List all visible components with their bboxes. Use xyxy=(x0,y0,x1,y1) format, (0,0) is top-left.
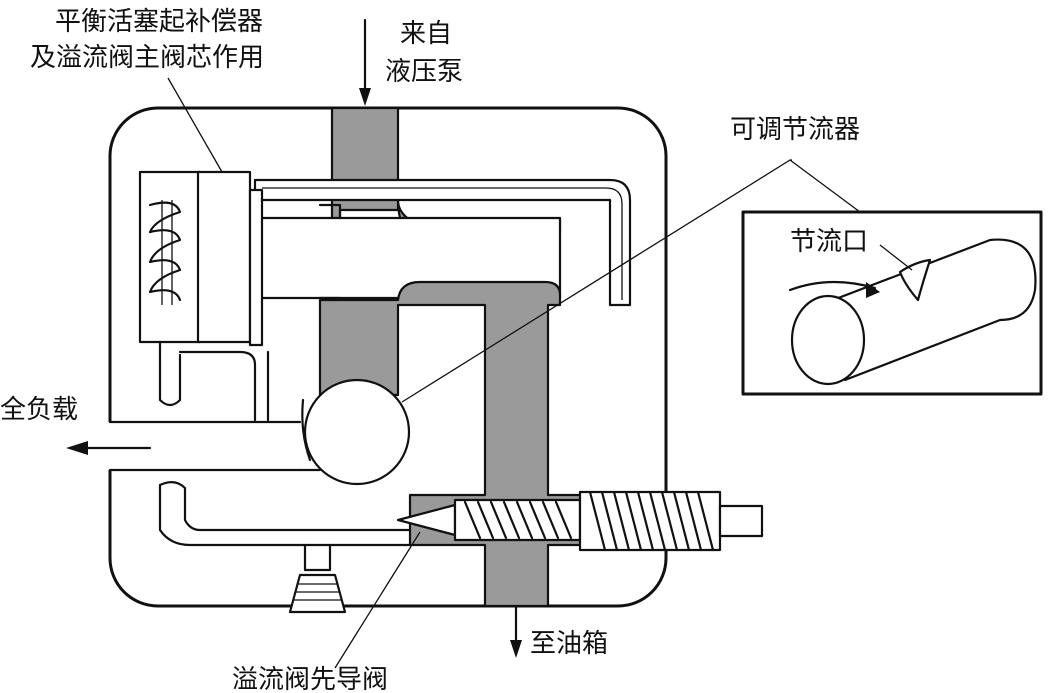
piston-housing xyxy=(138,170,202,344)
drain-plug-threads xyxy=(294,583,341,601)
to-tank-label: 至油箱 xyxy=(530,629,608,659)
pump-inlet-passage xyxy=(330,106,400,222)
balance-piston-leader xyxy=(167,77,223,173)
upper-cross-passage xyxy=(253,178,632,307)
upper-channel-inner xyxy=(262,187,623,300)
screw-tip xyxy=(718,504,764,538)
balance-piston xyxy=(196,170,252,344)
drain-plug xyxy=(288,573,347,614)
throttle-notch xyxy=(898,258,932,302)
throttle-inset-box xyxy=(741,210,1043,396)
spring-coils xyxy=(148,201,182,302)
adjustable-throttle-label: 可调节流器 xyxy=(730,115,860,145)
from-pump-label-line1: 来自 xyxy=(400,19,452,49)
rotation-arrowhead xyxy=(866,282,880,298)
inlet-arrowhead xyxy=(359,88,371,106)
drain-port xyxy=(303,543,332,572)
outlet-gap xyxy=(100,422,140,470)
check-ball-seat xyxy=(298,398,322,472)
check-ball xyxy=(303,378,411,486)
pilot-valve-leader xyxy=(334,531,421,669)
throttle-cylinder-body xyxy=(818,238,1037,382)
throttle-cylinder-end xyxy=(790,294,866,386)
piston-collar xyxy=(248,188,264,347)
relief-pilot-valve-label: 溢流阀先导阀 xyxy=(232,665,388,693)
throttle-port-label: 节流口 xyxy=(790,227,868,257)
from-pump-label-line2: 液压泵 xyxy=(385,57,463,87)
adjust-screw-threads xyxy=(588,490,715,552)
tank-arrowhead xyxy=(510,640,522,658)
balance-piston-label-line2: 及溢流阀主阀芯作用 xyxy=(30,43,264,73)
throttle-leader-to-inset xyxy=(789,159,861,213)
full-load-label: 全负载 xyxy=(0,395,78,425)
full-load-outlet-channel xyxy=(108,420,302,472)
spring-coils-back xyxy=(161,200,173,305)
pilot-spring xyxy=(463,500,573,540)
lower-return-passage xyxy=(158,481,412,547)
balance-piston-label-line1: 平衡活塞起补偿器 xyxy=(55,7,263,37)
full-load-arrowhead xyxy=(66,441,88,455)
throttle-port-leader xyxy=(879,244,913,271)
piston-drain-line xyxy=(158,340,270,422)
